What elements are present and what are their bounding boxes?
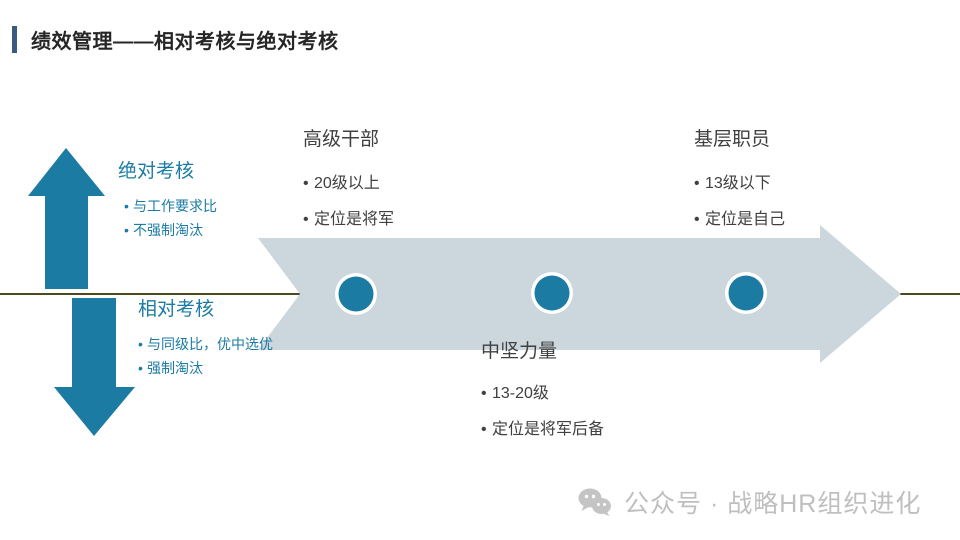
bullet-item: •不强制淘汰 <box>124 218 217 242</box>
bullet-text: 20级以上 <box>314 175 380 192</box>
bullet-item: •与工作要求比 <box>124 194 217 218</box>
callout-grassroot-bullets: • 13级以下 • 定位是自己 <box>694 166 785 238</box>
callout-core-bullets: • 13-20级 • 定位是将军后备 <box>481 376 604 448</box>
bullet-item: •与同级比，优中选优 <box>138 332 273 356</box>
group-absolute-appraisal: 绝对考核 •与工作要求比 •不强制淘汰 <box>118 160 217 242</box>
bullet-item: • 13级以下 <box>694 166 785 202</box>
bullet-text: 13级以下 <box>705 175 771 192</box>
bullet-marker-icon: • <box>303 211 309 228</box>
up-arrow-shape <box>28 148 105 289</box>
group-absolute-title: 绝对考核 <box>118 161 195 182</box>
callout-core-force: 中坚力量 • 13-20级 • 定位是将军后备 <box>481 340 604 448</box>
bullet-marker-icon: • <box>138 360 143 376</box>
callout-senior-title: 高级干部 <box>303 129 380 150</box>
bullet-text: 与同级比，优中选优 <box>147 336 273 352</box>
bullet-text: 强制淘汰 <box>147 360 203 376</box>
title-accent-bar <box>12 26 17 53</box>
group-relative-title: 相对考核 <box>138 299 215 320</box>
arrow-node-dot-3 <box>728 275 764 311</box>
bullet-text: 定位是将军 <box>314 211 395 228</box>
callout-grassroot-title: 基层职员 <box>694 129 771 150</box>
callout-grassroot-staff: 基层职员 • 13级以下 • 定位是自己 <box>694 128 785 238</box>
bullet-marker-icon: • <box>481 385 487 402</box>
group-relative-appraisal: 相对考核 •与同级比，优中选优 •强制淘汰 <box>138 298 273 380</box>
process-arrow-band <box>258 225 901 363</box>
bullet-item: • 定位是将军后备 <box>481 412 604 448</box>
bullet-marker-icon: • <box>694 175 700 192</box>
bullet-text: 不强制淘汰 <box>133 222 203 238</box>
bullet-text: 定位是将军后备 <box>492 421 605 438</box>
callout-core-title: 中坚力量 <box>481 341 558 362</box>
bullet-marker-icon: • <box>124 198 129 214</box>
bullet-item: • 20级以上 <box>303 166 394 202</box>
arrow-node-dot-1 <box>338 276 374 312</box>
bullet-text: 定位是自己 <box>705 211 786 228</box>
bullet-item: • 定位是将军 <box>303 202 394 238</box>
arrow-node-dot-2 <box>534 275 570 311</box>
wechat-icon <box>578 488 612 516</box>
watermark-text: 公众号 · 战略HR组织进化 <box>624 490 922 518</box>
bullet-marker-icon: • <box>124 222 129 238</box>
bullet-text: 13-20级 <box>492 385 549 402</box>
down-arrow-shape <box>54 298 135 436</box>
callout-senior-bullets: • 20级以上 • 定位是将军 <box>303 166 394 238</box>
group-absolute-bullets: •与工作要求比 •不强制淘汰 <box>124 194 217 242</box>
bullet-item: •强制淘汰 <box>138 356 250 380</box>
callout-senior-cadre: 高级干部 • 20级以上 • 定位是将军 <box>303 128 394 238</box>
bullet-item: • 13-20级 <box>481 376 604 412</box>
watermark: 公众号 · 战略HR组织进化 <box>578 484 921 520</box>
bullet-text: 与工作要求比 <box>133 198 217 214</box>
bullet-marker-icon: • <box>138 336 143 352</box>
bullet-item: • 定位是自己 <box>694 202 785 238</box>
bullet-marker-icon: • <box>303 175 309 192</box>
bullet-marker-icon: • <box>694 211 700 228</box>
page-title: 绩效管理——相对考核与绝对考核 <box>31 31 339 53</box>
group-relative-bullets: •与同级比，优中选优 •强制淘汰 <box>138 332 273 380</box>
bullet-marker-icon: • <box>481 421 487 438</box>
